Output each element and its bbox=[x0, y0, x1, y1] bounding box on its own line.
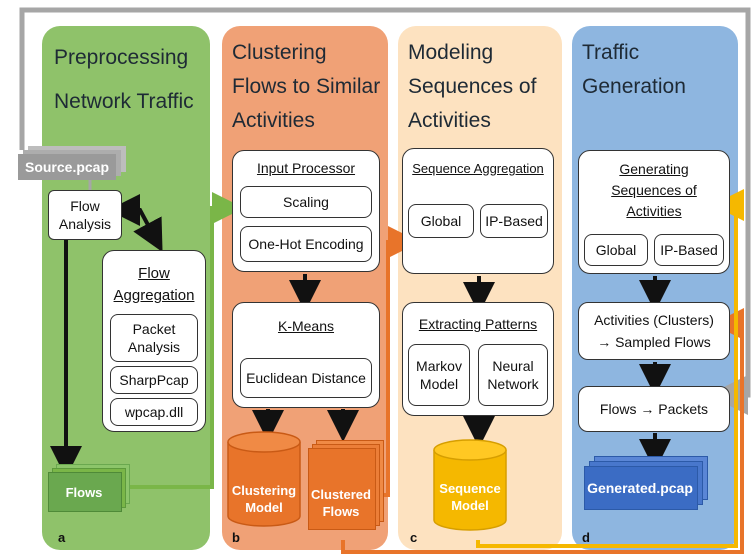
clustered-flows-file: Clustered Flows bbox=[308, 440, 384, 530]
source-pcap-file: Source.pcap bbox=[18, 146, 126, 180]
input-processor-title: Input Processor bbox=[256, 160, 356, 176]
green-flows-line bbox=[124, 192, 244, 489]
kmeans-title: K-Means bbox=[277, 318, 335, 334]
letter-d: d bbox=[582, 530, 590, 545]
flows-to-packets-box: Flows → Packets bbox=[578, 386, 730, 432]
letter-a: a bbox=[58, 530, 66, 545]
letter-b: b bbox=[232, 530, 240, 545]
scaling-box: Scaling bbox=[240, 186, 372, 218]
flows-label: Flows bbox=[65, 485, 103, 500]
title-preprocessing: Preprocessing Network Traffic bbox=[54, 46, 194, 113]
clustered-flows-label: Clustered Flows bbox=[311, 487, 371, 519]
title-generation: Traffic Generation bbox=[582, 41, 686, 98]
d-ip-based-box: IP-Based bbox=[654, 234, 724, 266]
one-hot-encoding-box: One-Hot Encoding bbox=[240, 226, 372, 262]
sequence-aggregation-title: Sequence Aggregation bbox=[412, 161, 544, 176]
flow-aggregation-title: Flow Aggregation bbox=[113, 265, 195, 304]
flows-file: Flows bbox=[48, 464, 130, 512]
markov-model-box: Markov Model bbox=[408, 344, 470, 406]
extracting-patterns-title: Extracting Patterns bbox=[418, 316, 538, 332]
title-clustering: Clustering Flows to Similar Activities bbox=[232, 41, 381, 132]
generating-sequences-title: Generating Sequences of Activities bbox=[611, 161, 697, 219]
title-modeling: Modeling Sequences of Activities bbox=[408, 41, 537, 132]
euclidean-distance-box: Euclidean Distance bbox=[240, 358, 372, 398]
wpcap-box: wpcap.dll bbox=[110, 398, 198, 426]
clustering-model-label: Clustering Model bbox=[231, 483, 297, 515]
neural-network-box: Neural Network bbox=[478, 344, 548, 406]
d-global-box: Global bbox=[584, 234, 648, 266]
packet-analysis-box: Packet Analysis bbox=[110, 314, 198, 362]
generated-pcap-file: Generated.pcap bbox=[584, 456, 708, 510]
aggregation-bidirectional-arrow bbox=[122, 208, 163, 253]
sequence-model-label: Sequence Model bbox=[439, 481, 501, 513]
letter-c: c bbox=[410, 530, 418, 545]
sharppcap-box: SharpPcap bbox=[110, 366, 198, 394]
source-pcap-label: Source.pcap bbox=[24, 159, 110, 175]
sequence-model-cylinder: Sequence Model bbox=[432, 438, 508, 532]
yellow-sequence-line bbox=[476, 189, 744, 548]
c-ip-based-box: IP-Based bbox=[480, 204, 548, 238]
flow-analysis-box: Flow Analysis bbox=[48, 190, 122, 240]
generated-pcap-label: Generated.pcap bbox=[587, 480, 693, 496]
activities-sampled-flows-box: Activities (Clusters) → Sampled Flows bbox=[578, 302, 730, 360]
c-global-box: Global bbox=[408, 204, 474, 238]
clustering-model-cylinder: Clustering Model bbox=[226, 430, 302, 528]
